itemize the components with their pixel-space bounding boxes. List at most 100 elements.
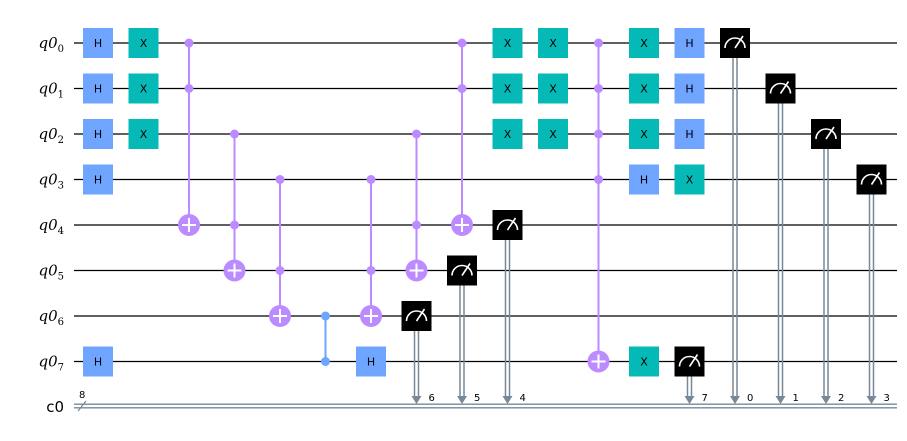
x-gate-box bbox=[674, 164, 705, 195]
qubit-index: 2 bbox=[58, 135, 64, 146]
measure-clbit-label: 6 bbox=[429, 393, 435, 404]
x-gate-label: X bbox=[140, 83, 148, 96]
x-gate-label: X bbox=[140, 37, 148, 50]
x-gate: X bbox=[629, 346, 659, 377]
control-dot bbox=[230, 220, 239, 230]
h-gate-box bbox=[674, 119, 705, 149]
h-gate-label: H bbox=[94, 174, 102, 187]
x-gate-label: X bbox=[549, 37, 557, 50]
h-gate-box bbox=[674, 73, 705, 104]
meter-arc bbox=[769, 82, 792, 94]
x-gate-box bbox=[629, 73, 659, 104]
x-gate-label: X bbox=[640, 37, 648, 50]
qubit-index: 3 bbox=[58, 181, 64, 192]
h-gate-box bbox=[83, 73, 113, 104]
measure-clbit-label: 2 bbox=[838, 393, 844, 404]
qubit-register-name: q0 bbox=[38, 307, 58, 325]
measure-arrowhead bbox=[821, 396, 831, 404]
measure-box bbox=[811, 119, 841, 149]
x-gate-label: X bbox=[549, 83, 557, 96]
control-dot bbox=[366, 175, 376, 184]
cnot-target bbox=[360, 305, 382, 327]
classical-register-size: 8 bbox=[79, 390, 85, 401]
x-gate-box bbox=[538, 28, 568, 58]
classical-register-label: c0 bbox=[46, 398, 64, 416]
qubit-label: q05 bbox=[38, 262, 64, 283]
h-gate-box bbox=[629, 164, 659, 195]
x-gate-label: X bbox=[640, 356, 648, 369]
measure-gate bbox=[720, 28, 750, 58]
measure-box bbox=[856, 164, 887, 195]
h-gate-box bbox=[83, 28, 113, 58]
meter-needle bbox=[506, 217, 517, 231]
control-dot bbox=[321, 311, 330, 321]
x-gate: X bbox=[629, 73, 659, 104]
h-gate-label: H bbox=[685, 128, 693, 141]
measure-clbit-label: 3 bbox=[884, 393, 890, 404]
meter-needle bbox=[415, 308, 426, 322]
x-gate-box bbox=[629, 346, 659, 377]
x-gate: X bbox=[128, 28, 159, 58]
qubit-label: q03 bbox=[38, 171, 64, 192]
x-gate: X bbox=[629, 119, 659, 149]
qubit-label: q06 bbox=[38, 307, 64, 328]
h-gate-box bbox=[674, 28, 705, 58]
meter-arc bbox=[451, 264, 473, 276]
x-gate-box bbox=[128, 28, 159, 58]
h-gate-label: H bbox=[94, 128, 102, 141]
h-gate: H bbox=[629, 164, 659, 195]
measure-box bbox=[401, 301, 432, 331]
meter-arc bbox=[496, 219, 519, 231]
qubit-label: q02 bbox=[38, 125, 64, 146]
x-gate: X bbox=[492, 28, 523, 58]
control-dot bbox=[230, 129, 239, 139]
measure-gate bbox=[856, 164, 887, 195]
measure-clbit-label: 7 bbox=[702, 393, 708, 404]
measure-arrowhead bbox=[502, 396, 513, 404]
control-dot bbox=[457, 84, 467, 93]
x-gate-box bbox=[629, 119, 659, 149]
h-gate-label: H bbox=[94, 356, 102, 369]
measure-clbit-label: 5 bbox=[474, 393, 480, 404]
h-gate-label: H bbox=[94, 37, 102, 50]
measure-gate bbox=[811, 119, 841, 149]
qubit-index: 4 bbox=[58, 226, 64, 237]
measure-gate bbox=[674, 346, 705, 377]
measure-box bbox=[720, 28, 750, 58]
qubit-register-name: q0 bbox=[38, 353, 58, 371]
measure-arrowhead bbox=[866, 396, 877, 404]
qubit-register-name: q0 bbox=[38, 125, 58, 143]
h-gate-box bbox=[83, 346, 113, 377]
cnot-target bbox=[587, 350, 610, 373]
control-dot bbox=[457, 38, 467, 48]
x-gate-box bbox=[492, 28, 523, 58]
h-gate-box bbox=[83, 119, 113, 149]
x-gate: X bbox=[492, 119, 523, 149]
measure-box bbox=[765, 73, 796, 104]
x-gate-box bbox=[128, 119, 159, 149]
qubit-label: q00 bbox=[38, 34, 64, 55]
x-gate-label: X bbox=[140, 128, 148, 141]
control-dot bbox=[366, 266, 376, 275]
control-dot bbox=[594, 175, 603, 184]
x-gate-label: X bbox=[640, 83, 648, 96]
control-dot bbox=[275, 266, 285, 275]
meter-needle bbox=[870, 172, 881, 185]
meter-arc bbox=[678, 355, 701, 367]
h-gate: H bbox=[83, 119, 113, 149]
h-gate-box bbox=[83, 164, 113, 195]
classical-bus-slash bbox=[77, 400, 87, 412]
meter-needle bbox=[779, 81, 790, 94]
x-gate-label: X bbox=[640, 128, 648, 141]
x-gate: X bbox=[629, 28, 659, 58]
x-gate-label: X bbox=[504, 83, 512, 96]
qubit-index: 6 bbox=[58, 317, 64, 328]
qubit-index: 1 bbox=[58, 90, 64, 101]
h-gate: H bbox=[674, 28, 705, 58]
meter-needle bbox=[825, 126, 835, 140]
measure-gate bbox=[401, 301, 432, 331]
cnot-target bbox=[405, 259, 428, 282]
measure-arrowhead bbox=[775, 396, 786, 404]
